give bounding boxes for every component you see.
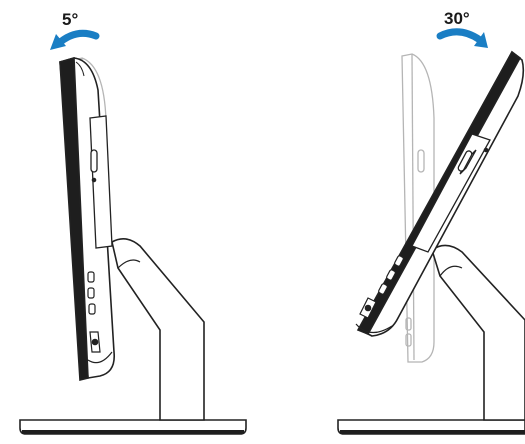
rotation-arrow-ccw-icon bbox=[54, 29, 100, 48]
arrowhead-icon bbox=[474, 32, 488, 48]
display-tilted-5 bbox=[59, 56, 116, 382]
arrowhead-icon bbox=[50, 34, 66, 50]
figure-5-degrees bbox=[19, 29, 247, 435]
angle-label-5: 5° bbox=[62, 10, 79, 29]
stand-neck bbox=[111, 238, 205, 421]
angle-label-30: 30° bbox=[444, 9, 470, 28]
rotation-arrow-cw-icon bbox=[436, 28, 484, 44]
stand-neck bbox=[431, 244, 525, 421]
figure-30-degrees bbox=[337, 28, 525, 435]
display-tilted-30 bbox=[355, 50, 525, 337]
